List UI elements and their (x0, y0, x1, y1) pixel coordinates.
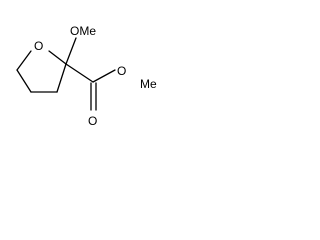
bond-quaternary-carbon-to-carbonyl-carbon (65, 63, 94, 83)
bond-left-ch2-to-bottom-left-ch2 (16, 69, 32, 93)
chemical-structure: O OMe O O Me (16, 24, 157, 128)
ester-bonds (65, 63, 116, 111)
bond-bottom-right-ch2-to-quaternary-carbon (56, 63, 67, 93)
bond-quaternary-carbon-to-methoxy (65, 37, 77, 65)
bond-quaternary-carbon-to-ring-oxygen (48, 50, 67, 65)
ring-bonds (16, 50, 67, 93)
ring-oxygen-label: O (34, 39, 43, 53)
ester-oxygen-label: O (117, 64, 126, 78)
bond-carbonyl-carbon-to-ester-oxygen (92, 69, 116, 83)
ester-methyl-label: Me (140, 77, 157, 91)
carbonyl-oxygen-label: O (88, 114, 97, 128)
bond-ring-oxygen-to-left-ch2 (16, 50, 32, 71)
methoxy-label: OMe (70, 24, 96, 38)
